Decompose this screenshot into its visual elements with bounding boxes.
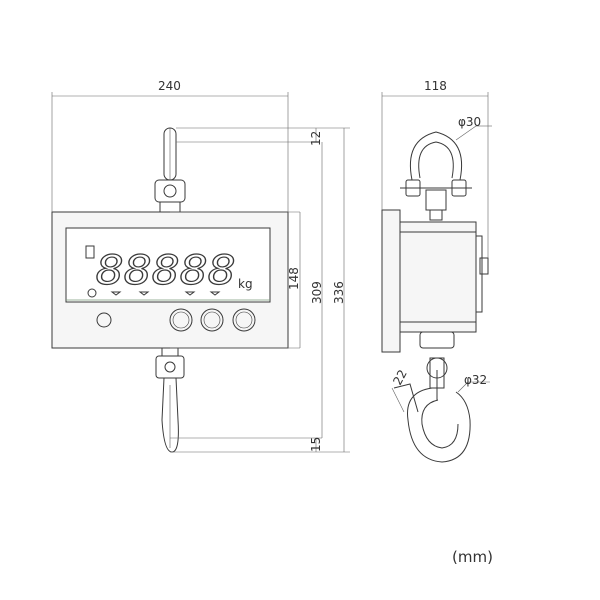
side-view (381, 131, 489, 463)
digit-markers (110, 291, 221, 296)
display-panel (65, 227, 271, 303)
dim-bottom-hook: 15 (309, 437, 323, 452)
display-digits: 88888 (96, 248, 236, 294)
front-dimension-lines (51, 92, 350, 453)
display-unit: kg (238, 277, 253, 291)
button-2[interactable] (200, 308, 224, 332)
dim-side-width: 118 (424, 79, 447, 93)
front-top-shackle (154, 127, 186, 213)
button-1[interactable] (169, 308, 193, 332)
unit-note: (mm) (452, 548, 493, 566)
side-dimension-lines (381, 92, 492, 413)
dim-hook-opening: 22 (390, 367, 410, 387)
side-shackle (400, 131, 472, 221)
dim-hook-diameter: φ32 (464, 373, 487, 387)
side-body (399, 221, 477, 333)
front-buttons (169, 308, 256, 332)
dim-body-height: 309 (310, 281, 324, 304)
zero-lamp (87, 288, 97, 298)
ir-sensor (96, 312, 112, 328)
dim-top-hook: 12 (309, 131, 323, 146)
front-bottom-hook (155, 347, 185, 453)
side-front-plate (381, 209, 401, 353)
button-3[interactable] (232, 308, 256, 332)
side-hook (393, 331, 471, 463)
dim-shackle-diameter: φ30 (458, 115, 481, 129)
indicator-lamp (85, 245, 95, 259)
dim-front-width: 240 (158, 79, 181, 93)
dim-total-height: 336 (332, 281, 346, 304)
front-view (51, 127, 289, 453)
dim-display-height: 148 (287, 267, 301, 290)
